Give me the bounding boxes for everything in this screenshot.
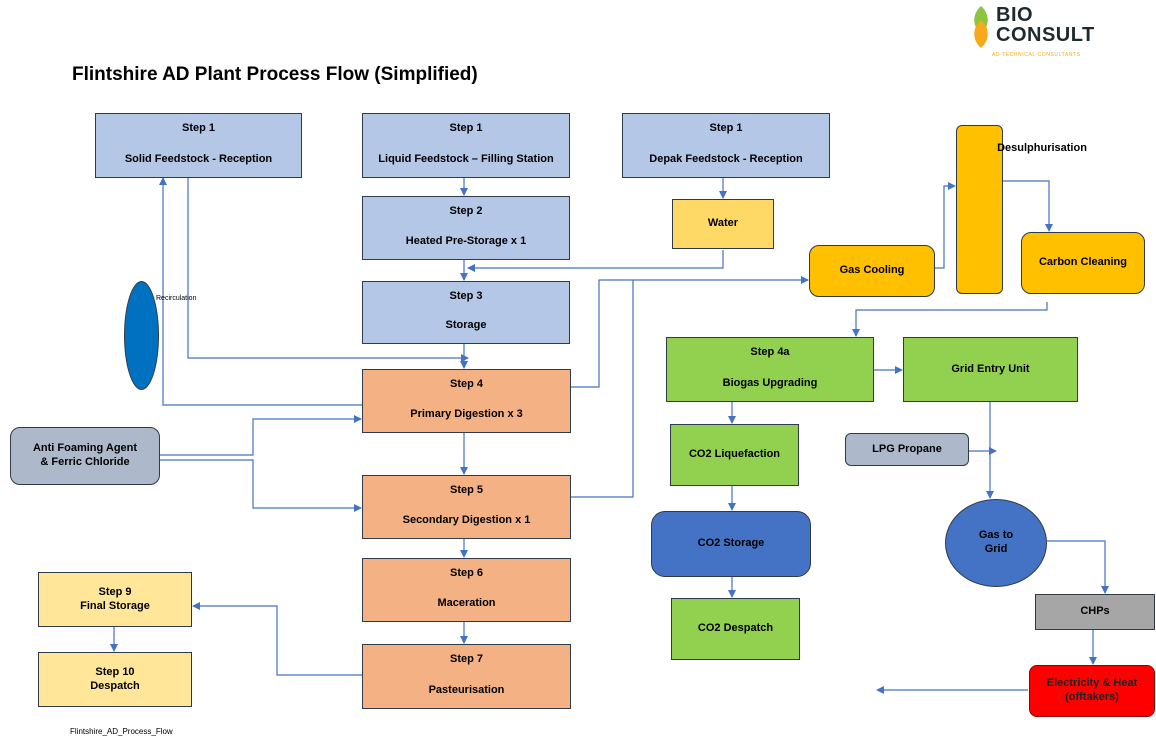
node-step: Step 2 <box>449 205 483 217</box>
arrow-solid-to-primary <box>187 177 469 362</box>
node-label: Water <box>707 217 739 230</box>
logo-line-2: CONSULT <box>996 24 1095 46</box>
node-electricity-heat: Electricity & Heat (offtakers) <box>1029 665 1155 717</box>
node-grid-entry-unit: Grid Entry Unit <box>903 337 1078 402</box>
node-label: CO2 Liquefaction <box>688 448 781 461</box>
node-step: Step 9 <box>98 585 132 598</box>
node-solid-feedstock: Step 1 Solid Feedstock - Reception <box>95 113 302 178</box>
node-lpg-propane: LPG Propane <box>845 433 969 466</box>
node-co2-liquefaction: CO2 Liquefaction <box>670 424 799 486</box>
arrow-pasteurisation-to-final-storage <box>192 602 362 676</box>
bioconsult-logo: BIO CONSULT AD TECHNICAL CONSULTANTS <box>968 4 1108 62</box>
node-label: LPG Propane <box>872 442 942 455</box>
arrow-cooling-to-desulph <box>935 182 956 269</box>
node-step: Step 1 <box>449 122 483 134</box>
node-label: Pasteurisation <box>428 684 505 697</box>
node-step: Step 6 <box>449 567 483 579</box>
node-label: Storage <box>445 319 487 332</box>
desulphurisation-label: Desulphurisation <box>997 142 1087 155</box>
recirculation-pump <box>124 281 159 390</box>
node-step: Step 4 <box>449 378 483 390</box>
node-step: Step 3 <box>449 290 483 302</box>
node-liquid-feedstock: Step 1 Liquid Feedstock – Filling Statio… <box>362 113 570 178</box>
page-title: Flintshire AD Plant Process Flow (Simpli… <box>72 64 478 85</box>
logo-subtitle: AD TECHNICAL CONSULTANTS <box>992 52 1081 58</box>
node-label: Carbon Cleaning <box>1038 256 1127 269</box>
node-label: Biogas Upgrading <box>722 377 818 390</box>
node-chps: CHPs <box>1035 594 1155 630</box>
logo-line-1: BIO <box>996 4 1034 26</box>
node-label: Grid Entry Unit <box>951 362 1030 375</box>
node-pasteurisation: Step 7 Pasteurisation <box>362 644 571 709</box>
file-caption: Flintshire_AD_Process_Flow <box>70 727 173 736</box>
node-label: Liquid Feedstock – Filling Station <box>378 153 554 166</box>
arrow-antifoam-to-primary <box>160 415 362 456</box>
node-primary-digestion: Step 4 Primary Digestion x 3 <box>362 369 571 433</box>
node-heated-pre-storage: Step 2 Heated Pre-Storage x 1 <box>362 196 570 260</box>
node-step: Step 10 <box>95 665 135 678</box>
node-label: CO2 Storage <box>697 537 765 550</box>
node-despatch: Step 10 Despatch <box>38 652 192 707</box>
node-label: CO2 Despatch <box>697 622 774 635</box>
node-maceration: Step 6 Maceration <box>362 558 571 622</box>
node-storage: Step 3 Storage <box>362 281 570 344</box>
node-label-1: Gas to <box>978 529 1014 542</box>
arrow-primary-biogas <box>571 276 809 388</box>
node-step: Step 4a <box>750 346 790 358</box>
node-step: Step 5 <box>449 484 483 496</box>
node-label: Heated Pre-Storage x 1 <box>405 235 527 248</box>
node-water: Water <box>672 199 774 249</box>
node-co2-storage: CO2 Storage <box>651 511 811 577</box>
arrow-antifoam-to-secondary <box>160 459 362 512</box>
node-step: Step 1 <box>709 122 743 134</box>
node-label-2: Grid <box>984 543 1008 555</box>
line-secondary-biogas <box>571 280 634 498</box>
node-label: Gas Cooling <box>839 264 905 277</box>
node-desulphurisation-vessel <box>956 125 1003 294</box>
node-label: Primary Digestion x 3 <box>410 408 523 421</box>
arrow-recirculation <box>159 177 362 406</box>
node-carbon-cleaning: Carbon Cleaning <box>1021 232 1145 294</box>
node-label-1: Electricity & Heat <box>1046 677 1138 690</box>
node-gas-to-grid: Gas to Grid <box>945 499 1047 587</box>
leaf-icon <box>974 6 988 48</box>
node-label: Maceration <box>437 597 496 610</box>
node-label: Depak Feedstock - Reception <box>649 153 803 166</box>
node-label: Despatch <box>90 679 140 692</box>
arrow-gasgrid-to-chps <box>1047 540 1109 594</box>
node-final-storage: Step 9 Final Storage <box>38 572 192 627</box>
node-label-1: Anti Foaming Agent <box>32 442 138 455</box>
node-antifoam: Anti Foaming Agent & Ferric Chloride <box>10 427 160 485</box>
node-step: Step 7 <box>449 653 483 665</box>
node-label: Final Storage <box>80 599 150 612</box>
node-biogas-upgrading: Step 4a Biogas Upgrading <box>666 337 874 402</box>
arrow-water-to-storage <box>467 250 724 272</box>
node-label: Secondary Digestion x 1 <box>402 514 531 527</box>
node-label: Solid Feedstock - Reception <box>124 153 273 166</box>
node-label-2: & Ferric Chloride <box>40 456 130 468</box>
recirculation-label: Recirculation <box>156 295 197 302</box>
node-depak-feedstock: Step 1 Depak Feedstock - Reception <box>622 113 830 178</box>
arrow-desulph-to-carbon <box>1003 180 1053 232</box>
node-secondary-digestion: Step 5 Secondary Digestion x 1 <box>362 475 571 539</box>
node-label-2: (offtakers) <box>1065 691 1119 703</box>
arrow-carbon-to-upgrading <box>852 302 1048 337</box>
node-step: Step 1 <box>181 122 215 134</box>
node-co2-despatch: CO2 Despatch <box>671 598 800 660</box>
node-label: CHPs <box>1080 605 1110 618</box>
node-gas-cooling: Gas Cooling <box>809 245 935 297</box>
